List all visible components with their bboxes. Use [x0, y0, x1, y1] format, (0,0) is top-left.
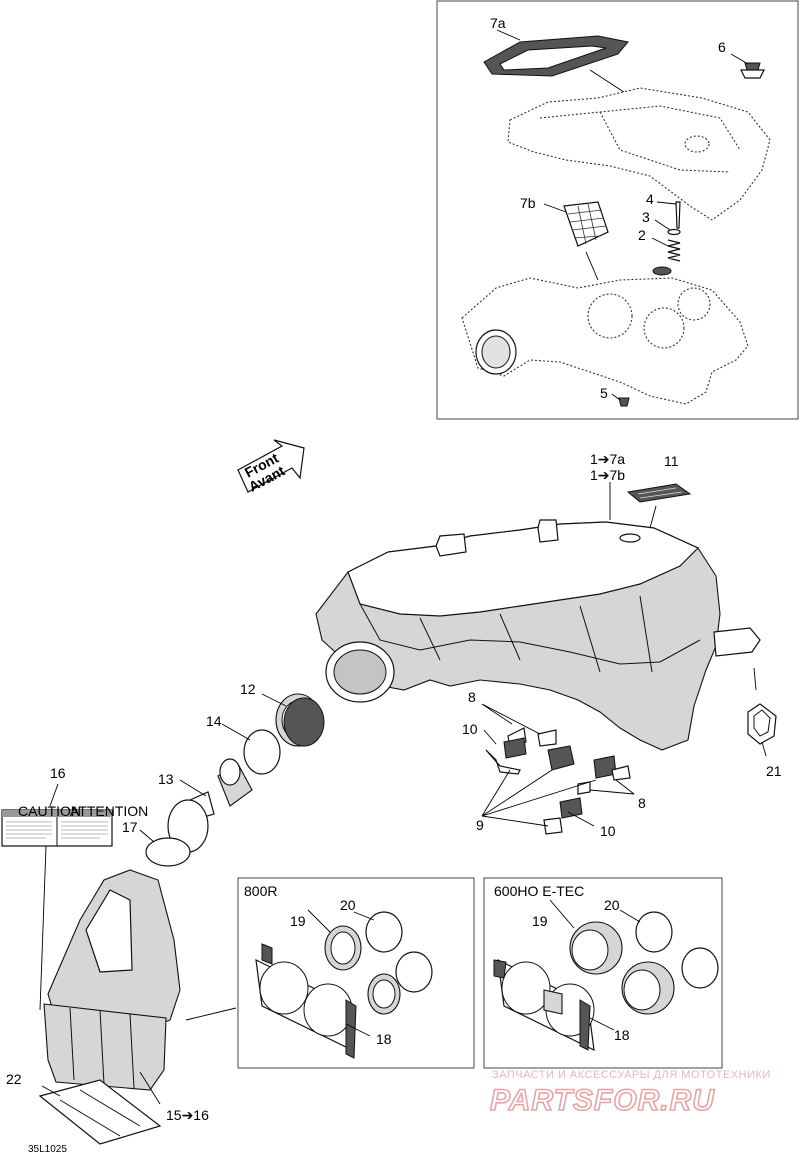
callout-3: 3: [642, 209, 650, 225]
figure-code: 35L1025: [28, 1144, 67, 1155]
part-22-foam: [38, 1079, 162, 1145]
part-17-gasket: [145, 837, 191, 867]
callout-1-7b: 1➔7b: [590, 467, 625, 483]
callout-10-bottom: 10: [600, 823, 616, 839]
part-21-ring: [747, 703, 777, 745]
leader-lines: [39, 29, 767, 1105]
watermark: ЗАПЧАСТИ И АКСЕССУАРЫ ДЛЯ МОТОТЕХНИКИ PA…: [489, 1069, 771, 1118]
box2-callout-19: 19: [532, 913, 548, 929]
callout-14: 14: [206, 713, 222, 729]
callout-15-16: 15➔16: [166, 1107, 209, 1123]
top-detail-frame: [436, 0, 799, 420]
decal-caution: CAUTION: [18, 803, 81, 819]
airbox-base-ghost: [461, 277, 749, 405]
callout-labels: 7a 6 7b 4 3 2 5 1➔7a 1➔7b 11 12 14 13 16…: [6, 15, 782, 1155]
box1-callout-18: 18: [376, 1031, 392, 1047]
callout-9: 9: [476, 817, 484, 833]
decal-attention: ATTENTION: [70, 803, 148, 819]
bolt-stack: [652, 201, 681, 276]
callout-7b: 7b: [520, 195, 536, 211]
variant-800r-parts: [255, 911, 433, 1059]
main-airbox-assembly: [315, 519, 761, 751]
callout-17: 17: [122, 819, 138, 835]
callout-8-bottom: 8: [638, 795, 646, 811]
clips-8-9-10: [485, 727, 631, 835]
callout-4: 4: [646, 191, 654, 207]
callout-12: 12: [240, 681, 256, 697]
callout-10-top: 10: [462, 721, 478, 737]
part-6-grommet: [740, 62, 765, 79]
variant-800r-title: 800R: [244, 883, 277, 899]
part-15-silencer: [43, 869, 181, 1091]
variant-600ho-parts: [493, 911, 719, 1052]
callout-11: 11: [664, 453, 679, 469]
callout-6: 6: [718, 39, 726, 55]
callout-7a: 7a: [490, 15, 506, 31]
part-11-decal: [626, 483, 692, 529]
variant-800r-frame: [237, 877, 475, 1069]
part-16-warning-decal: CAUTION ATTENTION: [1, 803, 148, 847]
box1-callout-19: 19: [290, 913, 306, 929]
watermark-tagline: ЗАПЧАСТИ И АКСЕССУАРЫ ДЛЯ МОТОТЕХНИКИ: [492, 1069, 771, 1081]
callout-22: 22: [6, 1071, 22, 1087]
callout-8-top: 8: [468, 689, 476, 705]
variant-600ho-title: 600HO E-TEC: [494, 883, 584, 899]
callout-5: 5: [600, 385, 608, 401]
watermark-logo: PARTSFOR.RU: [490, 1084, 715, 1117]
part-5-nut: [618, 397, 630, 407]
part-14-clamp: [243, 729, 281, 775]
callout-13: 13: [158, 771, 174, 787]
part-12-seal: [275, 693, 325, 747]
callout-21: 21: [766, 763, 782, 779]
part-13-duct: [167, 758, 253, 853]
variant-600ho-frame: [483, 877, 723, 1069]
part-7a-cover: [483, 35, 631, 97]
callout-1-7a: 1➔7a: [590, 451, 625, 467]
callout-2: 2: [638, 227, 646, 243]
front-direction-arrow: Front Avant: [237, 439, 305, 495]
airbox-lid-ghost: [507, 87, 771, 221]
box2-callout-20: 20: [604, 897, 620, 913]
box2-callout-18: 18: [614, 1027, 630, 1043]
part-7b-filter: [563, 201, 609, 281]
callout-16: 16: [50, 765, 66, 781]
box1-callout-20: 20: [340, 897, 356, 913]
